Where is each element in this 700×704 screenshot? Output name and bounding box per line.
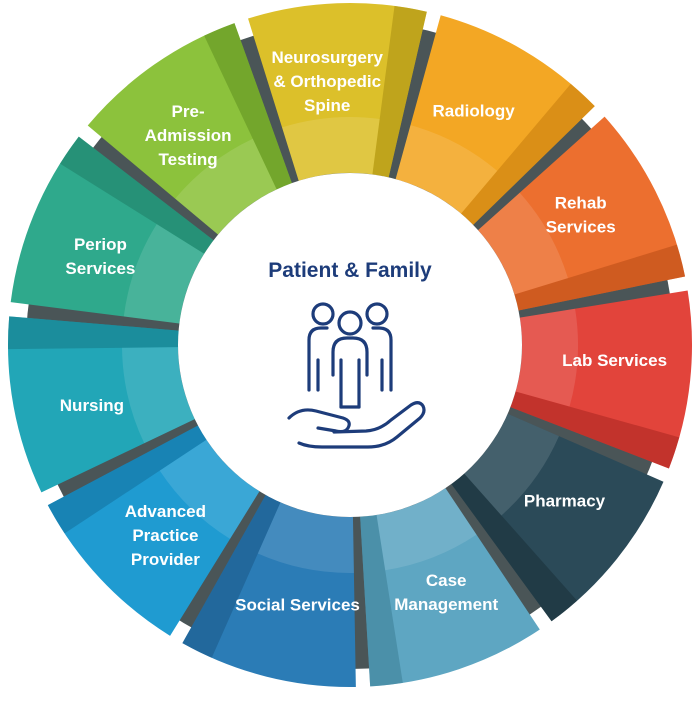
segment-label-line: Lab Services [562, 351, 667, 370]
segment-highlight [175, 138, 277, 235]
segment-highlight [123, 224, 205, 324]
segment-label-line: Advanced [125, 502, 206, 521]
segment-label-line: Provider [131, 550, 200, 569]
segment-highlight [515, 308, 578, 407]
segment-block [395, 15, 595, 225]
segment-label-line: & Orthopedic [273, 72, 381, 91]
segment-highlight [464, 413, 559, 516]
segment-block [451, 413, 664, 622]
people-in-hand-icon [287, 302, 426, 449]
segment-pharmacy: Pharmacy [451, 413, 664, 622]
segment-label-line: Pre- [172, 102, 205, 121]
segment-label-line: Testing [159, 150, 218, 169]
segment-label-line: Case [426, 571, 467, 590]
segment-block [10, 136, 214, 324]
segment-shade [360, 514, 403, 687]
segment-highlight [122, 347, 195, 444]
segment-label: Nursing [60, 396, 124, 415]
segment-shade [461, 83, 595, 225]
segment-highlight [159, 439, 260, 539]
segment-label-line: Practice [132, 526, 198, 545]
segment-label: Social Services [235, 596, 360, 615]
segment-social-services: Social Services [182, 494, 360, 688]
segment-label-line: Nursing [60, 396, 124, 415]
segment-label: Radiology [433, 102, 516, 121]
segment-shade [372, 5, 427, 178]
segment-shade [204, 23, 292, 190]
segment-block [360, 488, 540, 687]
center-title: Patient & Family [268, 259, 432, 282]
segment-shade [8, 316, 179, 350]
segment-shade [510, 391, 680, 469]
segment-radiology: Radiology [395, 15, 595, 225]
segment-shade [451, 473, 578, 622]
segment-label-line: Radiology [433, 102, 516, 121]
segment-highlight [376, 488, 477, 571]
segment-label: Lab Services [562, 351, 667, 370]
segment-shade [60, 136, 214, 254]
segment-shade [182, 494, 281, 658]
segment-label-line: Pharmacy [524, 492, 606, 511]
segment-label: Pharmacy [524, 492, 606, 511]
segment-label-line: Admission [145, 126, 232, 145]
segment-block [182, 494, 356, 688]
segment-label-line: Spine [304, 96, 350, 115]
segment-block [8, 316, 195, 493]
segment-highlight [282, 116, 380, 181]
segment-highlight [478, 192, 568, 295]
segment-label-line: Neurosurgery [271, 48, 383, 67]
segment-shade [514, 244, 686, 311]
segment-label-line: Services [546, 218, 616, 237]
segment-label-line: Rehab [555, 194, 607, 213]
segment-highlight [257, 502, 354, 574]
segment-nursing: Nursing [8, 316, 195, 493]
center-disc [178, 173, 522, 517]
segment-label-line: Management [394, 595, 498, 614]
segment-shade [47, 425, 207, 534]
segment-lab-services: Lab Services [510, 290, 693, 469]
segment-highlight [395, 125, 498, 214]
segment-label-line: Periop [74, 235, 127, 254]
segment-label-line: Social Services [235, 596, 360, 615]
segment-label-line: Services [65, 259, 135, 278]
